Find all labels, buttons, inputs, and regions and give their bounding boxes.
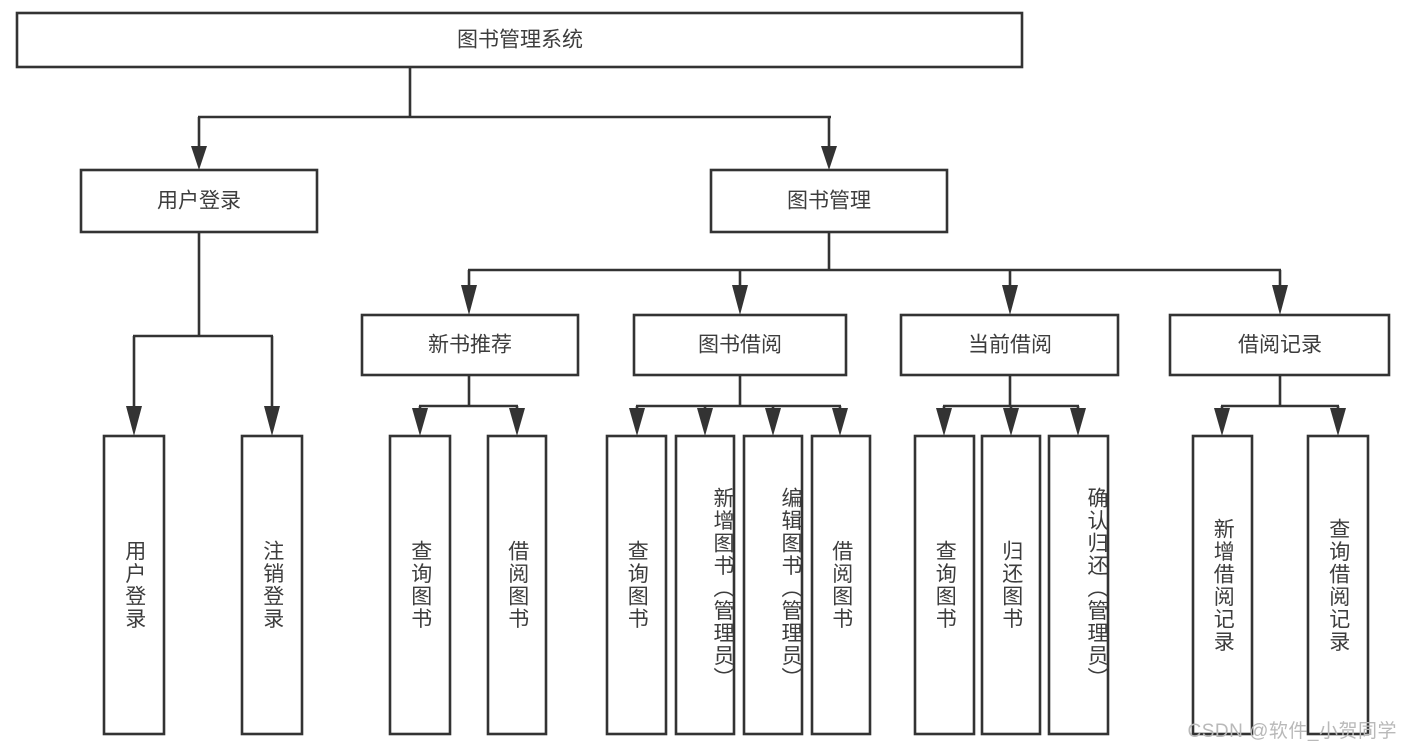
arrow-book-manage-child-2 xyxy=(732,285,748,315)
arrow-root-to-user-login xyxy=(191,146,207,170)
watermark: CSDN @软件_小贺同学 xyxy=(1187,721,1397,742)
arrow-record-leaf-2 xyxy=(1330,408,1346,436)
node-leaf-confirm-return[interactable] xyxy=(1047,434,1110,736)
connectors-layer xyxy=(126,67,1346,436)
arrow-user-login-leaf-1 xyxy=(126,406,142,436)
arrow-current-leaf-1 xyxy=(936,408,952,436)
arrow-current-leaf-2 xyxy=(1003,408,1019,436)
node-user-login[interactable] xyxy=(79,168,319,234)
arrow-book-manage-child-3 xyxy=(1002,285,1018,315)
arrow-borrow-leaf-3 xyxy=(765,408,781,436)
boxes-layer: 图书管理系统 用户登录 图书管理 新书推荐 图书借阅 当前借阅 借阅记录 xyxy=(15,11,1391,736)
node-leaf-query-record[interactable] xyxy=(1306,434,1370,736)
arrow-borrow-leaf-4 xyxy=(832,408,848,436)
node-leaf-query-book-2[interactable] xyxy=(605,434,668,736)
arrow-book-manage-child-1 xyxy=(461,285,477,315)
arrow-book-manage-child-4 xyxy=(1272,285,1288,315)
node-new-book-recommend-label: 新书推荐 xyxy=(428,334,512,357)
node-leaf-add-record[interactable] xyxy=(1191,434,1254,736)
arrow-root-to-book-manage xyxy=(821,146,837,170)
node-book-manage-label: 图书管理 xyxy=(787,190,871,213)
arrow-borrow-leaf-1 xyxy=(629,408,645,436)
node-leaf-user-login[interactable] xyxy=(102,434,166,736)
node-leaf-add-book[interactable] xyxy=(674,434,736,736)
arrow-user-login-leaf-2 xyxy=(264,406,280,436)
node-book-borrow[interactable] xyxy=(632,313,848,377)
node-book-borrow-label: 图书借阅 xyxy=(698,334,782,357)
node-root-label: 图书管理系统 xyxy=(457,29,583,52)
node-borrow-record[interactable] xyxy=(1168,313,1391,377)
arrow-borrow-leaf-2 xyxy=(697,408,713,436)
node-leaf-logout[interactable] xyxy=(240,434,304,736)
arrow-recommend-leaf-2 xyxy=(509,408,525,436)
arrow-recommend-leaf-1 xyxy=(412,408,428,436)
arrow-current-leaf-3 xyxy=(1070,408,1086,436)
node-leaf-borrow-book-1[interactable] xyxy=(486,434,548,736)
node-new-book-recommend[interactable] xyxy=(360,313,580,377)
arrow-record-leaf-1 xyxy=(1214,408,1230,436)
node-current-borrow-label: 当前借阅 xyxy=(968,334,1052,357)
node-book-manage[interactable] xyxy=(709,168,949,234)
node-user-login-label: 用户登录 xyxy=(157,190,241,213)
node-leaf-edit-book[interactable] xyxy=(742,434,804,736)
node-borrow-record-label: 借阅记录 xyxy=(1238,334,1322,357)
node-leaf-borrow-book-2[interactable] xyxy=(810,434,872,736)
node-root[interactable] xyxy=(15,11,1024,69)
node-leaf-return-book[interactable] xyxy=(980,434,1042,736)
node-leaf-query-book-3[interactable] xyxy=(913,434,976,736)
node-current-borrow[interactable] xyxy=(899,313,1120,377)
node-leaf-query-book-1[interactable] xyxy=(388,434,452,736)
